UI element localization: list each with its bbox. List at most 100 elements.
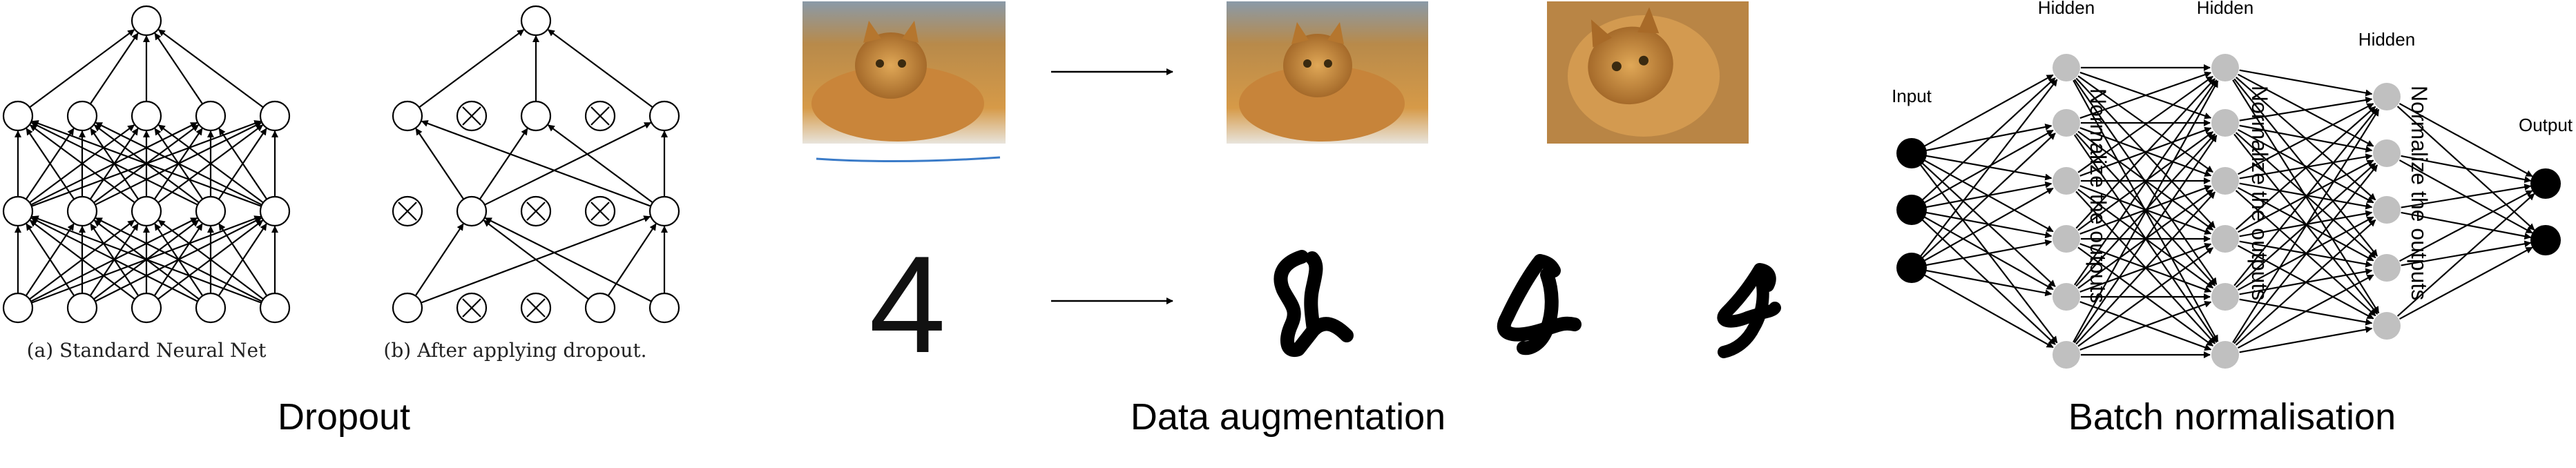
dropped-node-icon [462,106,481,126]
neuron-node [648,100,680,132]
connection-edge [1925,269,2053,297]
connection-edge [157,124,264,204]
connection-edge [2079,300,2212,351]
neuron-node [66,292,98,324]
hidden-node [2053,341,2080,369]
dropout-neural-net [392,5,680,324]
cat-photo-original [802,1,1006,163]
hidden-node [2053,225,2080,253]
input-node [1896,253,1927,283]
dropped-node-icon [590,202,610,221]
dropout-title: Dropout [278,396,410,438]
hidden-label-3: Hidden [2358,29,2415,50]
connection-edge [2399,246,2533,320]
connection-edge [2235,219,2376,346]
connection-edge [2239,124,2373,153]
handwritten-digit-original: 4 [869,228,945,382]
connection-edge [2399,103,2533,177]
connection-edge [483,220,589,300]
hidden-node [2211,54,2239,81]
connection-edge [2239,182,2373,210]
connection-edge [1919,79,2058,257]
neuron-node [259,100,291,132]
normalize-label-2: Normalize the outputs [2247,86,2272,300]
hidden-node [2373,254,2401,282]
cat-photo-augmented-1 [1227,1,1428,144]
neuron-node [2,292,34,324]
connection-edge [479,128,528,200]
dropout-section: (a) Standard Neural Net (b) After applyi… [2,5,680,438]
neuron-node [259,292,291,324]
dropped-node-icon [398,202,417,221]
connection-edge [2401,211,2532,240]
connection-edge [2077,247,2214,347]
connection-edge [95,121,262,206]
neuron-node [584,292,616,324]
input-node [1896,195,1927,225]
connection-edge [89,32,139,105]
batchnorm-section: Input Hidden Hidden Hidden Output Normal… [1892,0,2573,438]
connection-edge [2079,126,2212,177]
neuron-node [195,292,227,324]
dropped-node-icon [526,298,546,318]
neuron-node [456,195,488,227]
connection-edge [29,29,135,108]
hidden-node [2053,283,2080,311]
hidden-node [2211,341,2239,369]
neuron-node [648,292,680,324]
connection-edge [31,215,262,304]
connection-edge [1921,77,2056,201]
connection-edge [2237,128,2374,204]
neuron-node [131,5,162,37]
connection-edge [30,121,198,206]
connection-edge [1921,133,2056,259]
connection-edge [26,223,75,297]
hidden-node [2373,139,2401,167]
connection-edge [547,29,653,108]
connection-edge [2074,79,2218,286]
connection-edge [419,29,525,108]
input-label: Input [1892,86,1932,106]
neuron-node [131,100,162,132]
connection-edge [2239,326,2373,353]
connection-edge [2399,190,2533,262]
hidden-label-2: Hidden [2197,0,2253,18]
neuron-node [392,292,423,324]
neuron-node [520,100,552,132]
hidden-label-1: Hidden [2038,0,2095,18]
connection-edge [2233,108,2378,286]
input-node [1896,138,1927,168]
connection-edge [484,217,652,302]
standard-net-caption: (a) Standard Neural Net [27,339,267,362]
connection-edge [218,223,268,297]
neuron-node [648,195,680,227]
connection-edge [1923,74,2054,147]
connection-edge [414,223,464,297]
connection-edge [31,120,262,207]
hidden-node [2373,196,2401,224]
normalize-label-3: Normalize the outputs [2407,86,2432,300]
neuron-node [259,195,291,227]
connection-edge [30,217,198,302]
hidden-node [2053,109,2080,137]
connection-edge [2077,75,2213,173]
augmentation-section: 4 Data augmentation [802,1,1781,438]
handwritten-digit-warped-2 [1497,254,1582,355]
dropped-node-icon [462,298,481,318]
neuron-node [131,195,162,227]
normalize-label-1: Normalize the outputs [2086,88,2111,303]
neuron-node [131,292,162,324]
connection-edge [218,128,268,200]
connection-edge [1925,239,2053,266]
neuron-node [520,5,552,37]
hidden-node [2053,54,2080,81]
cat-photo-augmented-2 [1547,1,1749,144]
connection-edge [29,220,135,300]
hidden-node [2211,167,2239,195]
connection-edge [1923,274,2054,349]
connection-edge [157,220,264,300]
augmentation-title: Data augmentation [1131,396,1445,438]
connection-edge [2237,274,2374,349]
connection-edge [154,32,204,105]
